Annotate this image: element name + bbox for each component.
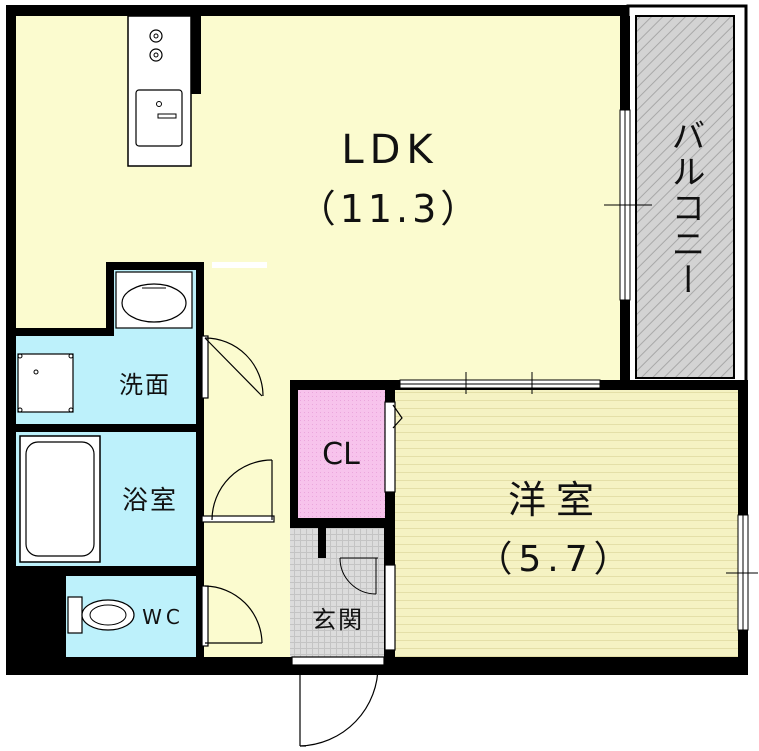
wall-closet-left — [290, 380, 298, 528]
wall-closet-top — [290, 380, 395, 390]
wall-closet-bottom — [290, 518, 395, 528]
door-washroom[interactable] — [201, 335, 264, 399]
wall-bath-wc — [16, 566, 198, 576]
balcony-floor — [635, 15, 735, 379]
stove-burner-icon — [149, 48, 163, 62]
toilet-icon — [67, 596, 83, 634]
wall-shoe-left — [318, 526, 326, 558]
wc-name: WC — [142, 605, 184, 629]
washroom-name: 洗面 — [119, 371, 171, 399]
kitchen-wall-stub — [191, 16, 201, 94]
wall-wc-left — [16, 566, 66, 657]
wall-wet-right — [196, 262, 204, 657]
door-shoe-cabinet[interactable] — [339, 557, 378, 595]
sink-icon — [135, 89, 183, 147]
entrance-door[interactable] — [291, 656, 385, 747]
window-ldk-top — [212, 262, 267, 268]
western-name: 洋室 — [508, 478, 604, 522]
door-western[interactable] — [384, 564, 396, 651]
washing-machine-icon — [17, 353, 74, 413]
bathtub-icon — [19, 435, 101, 563]
closet-floor — [298, 390, 385, 518]
western-floor — [395, 390, 738, 657]
door-wc[interactable] — [201, 585, 263, 647]
door-closet[interactable] — [384, 401, 403, 493]
western-area: （5.7） — [476, 539, 635, 580]
balcony-name: バルコニー — [665, 118, 705, 298]
washbasin-icon — [115, 271, 193, 329]
bath-name: 浴室 — [122, 486, 178, 516]
wall-wash-bath — [16, 424, 198, 432]
wall-niche-top — [106, 262, 204, 270]
hall-floor — [203, 262, 290, 657]
door-bath[interactable] — [201, 459, 275, 523]
closet-name: CL — [322, 437, 360, 472]
entrance-floor — [290, 526, 384, 657]
entrance-name: 玄関 — [312, 606, 364, 634]
stove-burner-icon — [149, 29, 163, 43]
wall-ldk-washroom — [16, 328, 108, 336]
ldk-name: LDK — [341, 127, 438, 173]
ldk-area: （11.3） — [298, 187, 483, 231]
wall-niche-left — [106, 262, 114, 336]
